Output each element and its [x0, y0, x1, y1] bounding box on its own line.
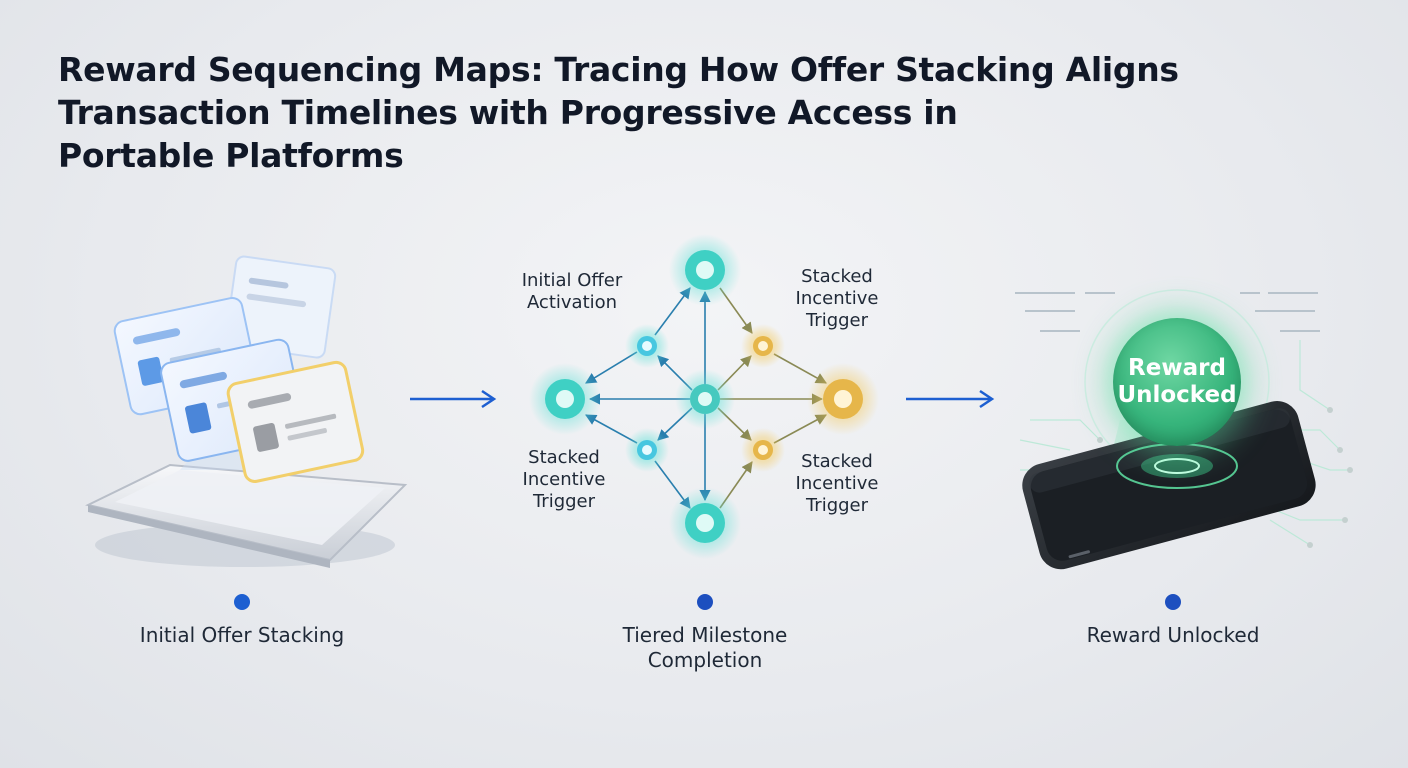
title-line-2: Transaction Timelines with Progressive A… — [58, 93, 958, 132]
node-bottom — [685, 503, 725, 543]
timeline-marker-1 — [234, 594, 250, 610]
timeline-marker-3 — [1165, 594, 1181, 610]
timeline-marker-2 — [697, 594, 713, 610]
label-stacked-trigger-bottom-right: Stacked Incentive Trigger — [795, 451, 879, 516]
node-left — [545, 379, 585, 419]
node-upper-left — [637, 336, 657, 356]
node-lower-right — [753, 440, 773, 460]
node-top — [685, 250, 725, 290]
label-stacked-trigger-bottom-left: Stacked Incentive Trigger — [522, 447, 606, 512]
timeline — [58, 594, 1350, 610]
page-title: Reward Sequencing Maps: Tracing How Offe… — [58, 48, 1258, 177]
node-lower-left — [637, 440, 657, 460]
label-initial-offer-activation: Initial Offer Activation — [521, 270, 623, 313]
node-center — [690, 384, 720, 414]
milestone-label-2: Tiered Milestone Completion — [622, 623, 788, 672]
milestone-label-1: Initial Offer Stacking — [139, 623, 345, 647]
reward-unlocked-badge: Reward Unlocked — [1113, 318, 1241, 446]
offer-stack-illustration — [85, 255, 408, 568]
title-line-3: Portable Platforms — [58, 136, 404, 175]
title-line-1: Reward Sequencing Maps: Tracing How Offe… — [58, 50, 1179, 89]
milestone-label-3: Reward Unlocked — [1086, 623, 1260, 647]
node-upper-right — [753, 336, 773, 356]
node-right — [823, 379, 863, 419]
label-stacked-trigger-top-right: Stacked Incentive Trigger — [795, 266, 879, 331]
offer-network-diagram — [529, 234, 879, 559]
